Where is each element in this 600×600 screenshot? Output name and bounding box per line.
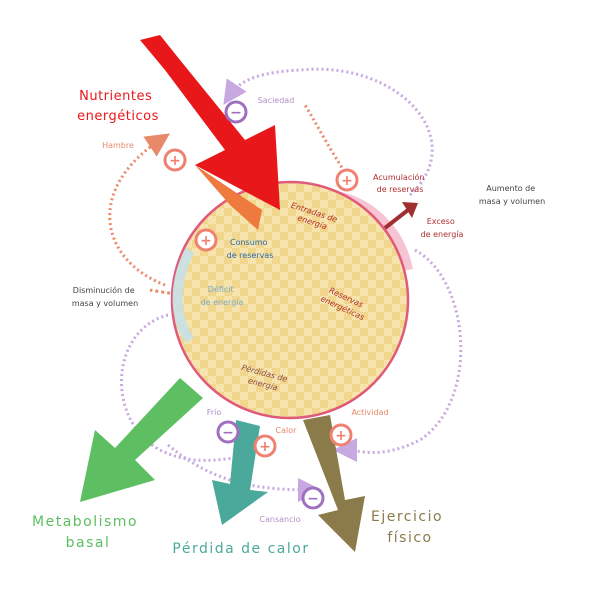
activity-plus-icon: + bbox=[329, 423, 353, 447]
metabolism-arrow bbox=[80, 378, 203, 502]
svg-text:−: − bbox=[307, 491, 319, 507]
mass-decrease-label: Disminución de masa y volumen bbox=[72, 285, 138, 308]
nutrients-arrow bbox=[140, 35, 280, 210]
deficit-arc bbox=[172, 247, 195, 343]
svg-text:+: + bbox=[335, 428, 347, 444]
accumulation-label: Acumulación de reservas bbox=[373, 172, 427, 194]
svg-text:−: − bbox=[222, 425, 234, 441]
exercise-label: Ejercicio físico bbox=[371, 509, 449, 546]
cold-label: Frío bbox=[207, 408, 222, 417]
fatigue-label: Cansancio bbox=[259, 515, 300, 524]
heat-loss-label: Pérdida de calor bbox=[172, 541, 309, 557]
satiety-label: Saciedad bbox=[258, 96, 295, 105]
consumption-label: Consumo de reservas bbox=[227, 238, 274, 260]
cold-minus-icon: − bbox=[216, 420, 240, 444]
mass-increase-label: Aumento de masa y volumen bbox=[479, 184, 545, 206]
nutrients-arrow-shade bbox=[195, 165, 262, 230]
heat-plus-icon: + bbox=[253, 434, 277, 458]
nutrients-label: Nutrientes energéticos bbox=[77, 89, 159, 124]
svg-text:−: − bbox=[230, 105, 242, 121]
accumulation-plus-icon: + bbox=[335, 168, 359, 192]
svg-text:+: + bbox=[259, 439, 271, 455]
fatigue-minus-icon: − bbox=[301, 486, 325, 510]
activity-label: Actividad bbox=[351, 408, 388, 417]
excess-label: Exceso de energía bbox=[421, 217, 464, 239]
svg-text:+: + bbox=[169, 153, 181, 169]
hunger-plus-icon: + bbox=[163, 148, 187, 172]
excess-loop bbox=[333, 248, 463, 463]
consumption-plus-icon: + bbox=[194, 228, 218, 252]
svg-text:+: + bbox=[200, 233, 212, 249]
metabolism-label: Metabolismo basal bbox=[32, 514, 144, 551]
satiety-minus-icon: − bbox=[224, 100, 248, 124]
heat-label: Calor bbox=[276, 426, 298, 435]
exercise-arrow bbox=[303, 415, 365, 552]
energy-reserve-circle bbox=[170, 180, 410, 420]
excess-arrow bbox=[383, 208, 410, 230]
deficit-label: Déficit de energía bbox=[201, 284, 244, 307]
hunger-label: Hambre bbox=[102, 141, 134, 150]
svg-text:+: + bbox=[341, 173, 353, 189]
excess-arrow-head bbox=[402, 202, 418, 218]
